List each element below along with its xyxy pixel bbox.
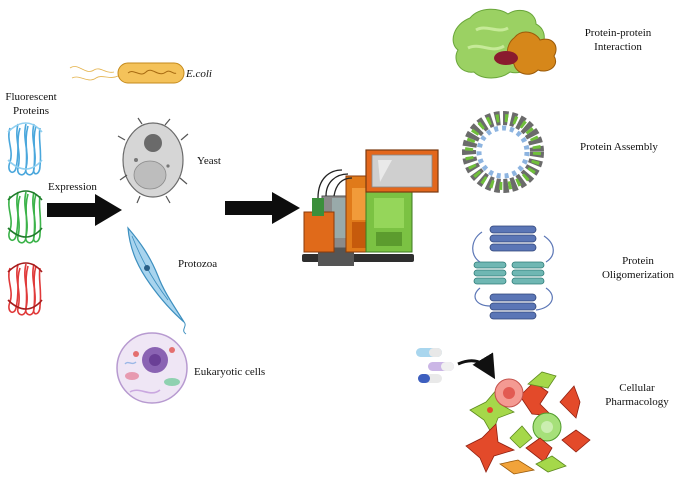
protozoa-label: Protozoa — [178, 258, 218, 270]
instrument-icon — [302, 149, 439, 266]
ecoli-icon — [69, 62, 185, 84]
protein-oligomerization-label: Protein Oligomerization — [601, 255, 675, 281]
cellular-pharmacology-label: Cellular Pharmacology — [605, 382, 669, 408]
fluorescent-proteins-label: Fluorescent Proteins — [5, 91, 57, 117]
expression-label: Expression — [48, 181, 97, 193]
fp-red-icon — [7, 262, 43, 316]
yeast-icon — [117, 117, 189, 204]
protein-protein-interaction-label: Protein-protein Interaction — [584, 27, 652, 53]
expression-arrow-icon — [47, 194, 122, 226]
eukaryotic-cell-icon — [116, 332, 188, 404]
capsules-icon — [416, 348, 454, 383]
cellular-pharmacology-cells-icon — [465, 371, 591, 475]
fp-green-icon — [7, 190, 43, 244]
yeast-label: Yeast — [197, 155, 221, 167]
protein-assembly-label: Protein Assembly — [580, 141, 658, 153]
eukaryotic-cells-label: Eukaryotic cells — [194, 366, 266, 378]
protein-oligomerization-icon — [472, 225, 554, 320]
pharmacology-arrow-icon — [457, 352, 496, 380]
protein-assembly-icon — [462, 111, 544, 193]
ecoli-label: E.coli — [186, 68, 212, 80]
fp-blue-icon — [7, 122, 43, 176]
protein-protein-interaction-icon — [452, 8, 557, 79]
instrument-arrow-icon — [225, 192, 300, 224]
protozoa-icon — [127, 226, 187, 335]
